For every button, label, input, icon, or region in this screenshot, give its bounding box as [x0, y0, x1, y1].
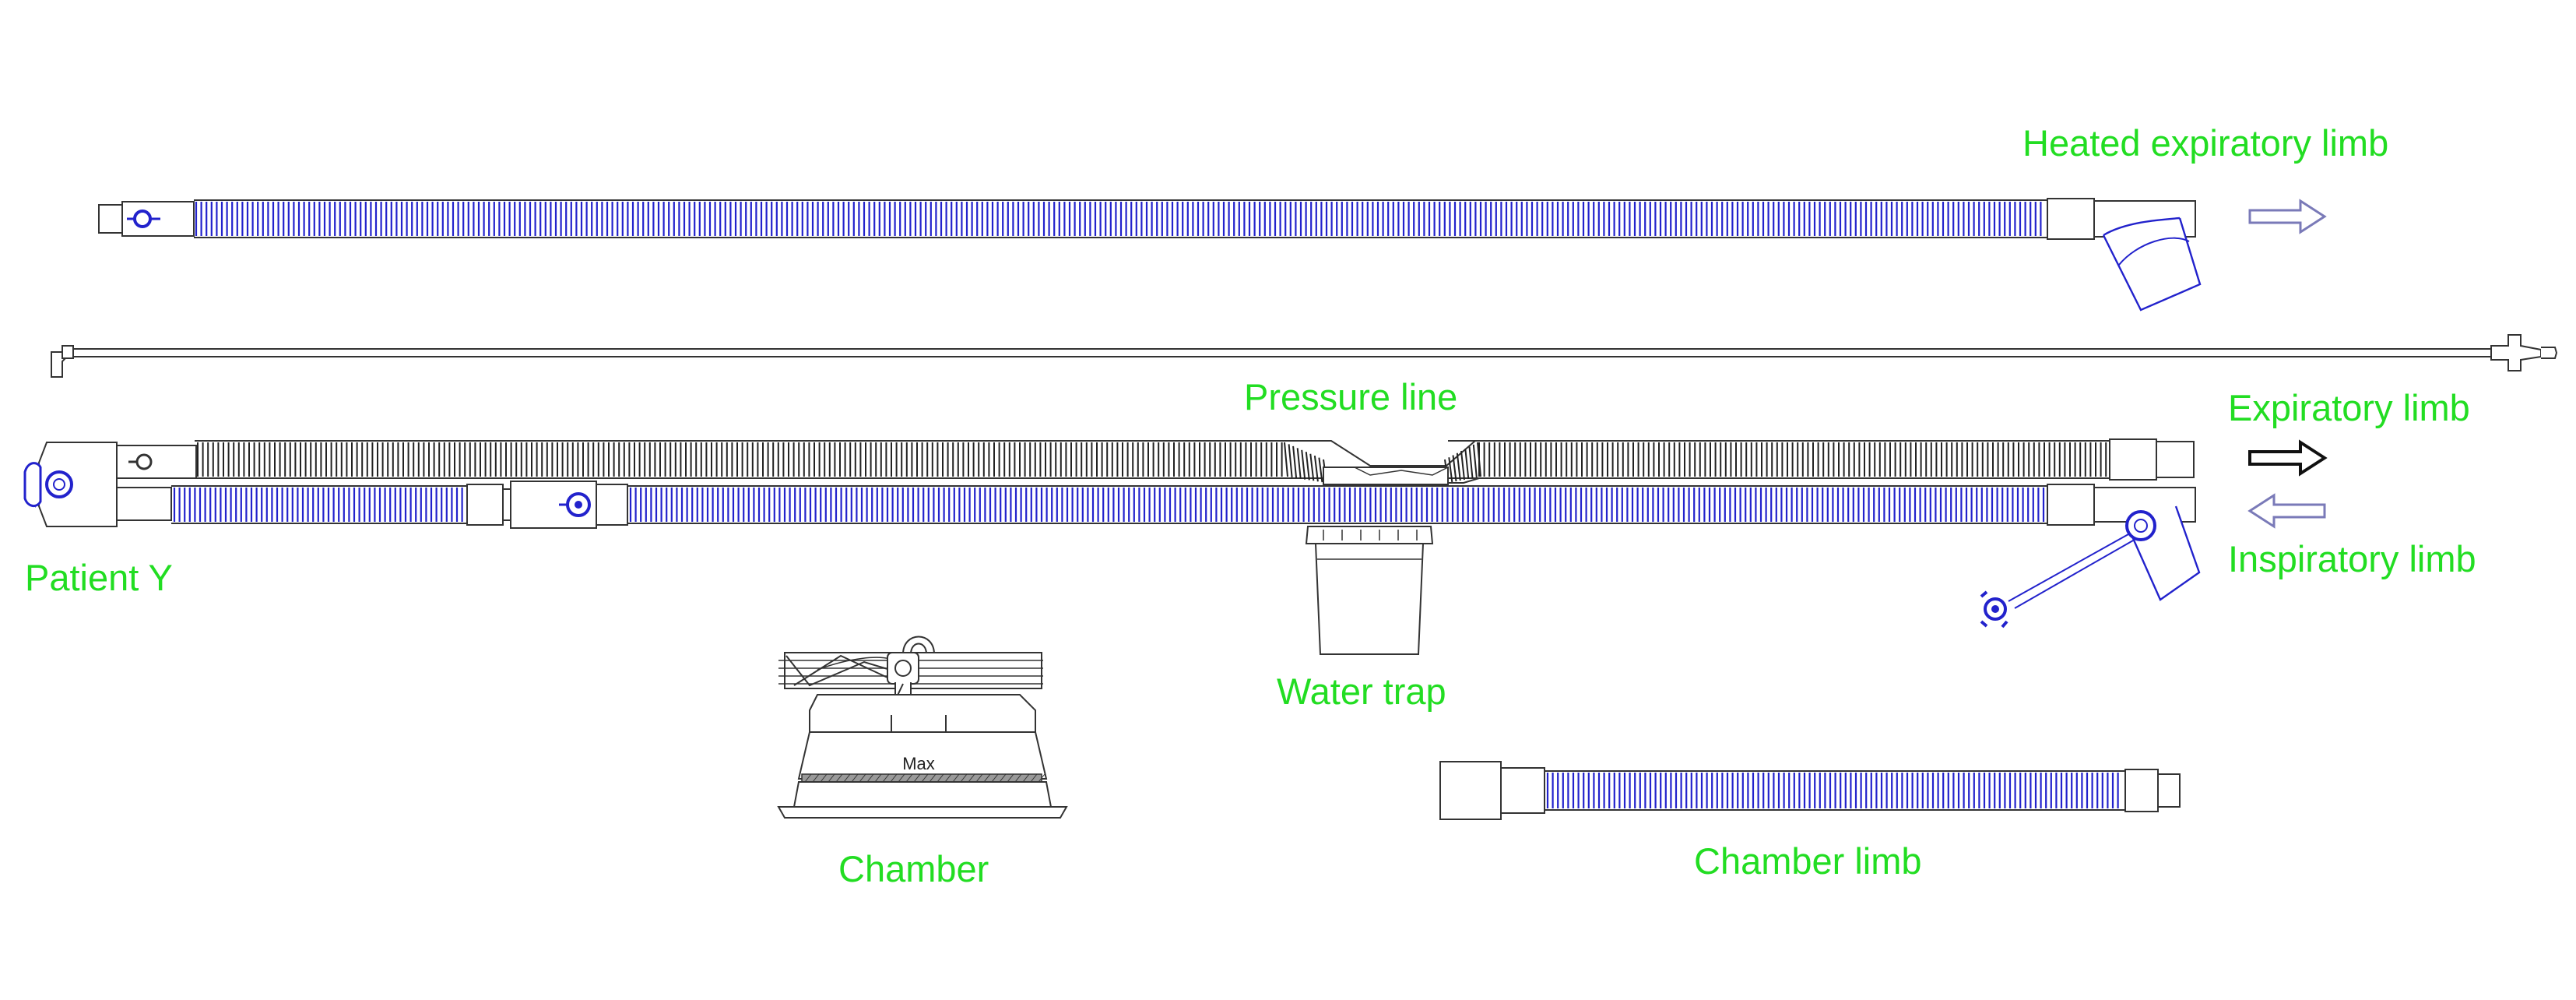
inspiratory-limb-sensor-plug — [1980, 505, 2201, 629]
chamber-limb — [1439, 761, 2181, 820]
heated-flow-arrow-right-icon — [2248, 199, 2327, 234]
chamber-limb-small-cuff — [2157, 773, 2181, 808]
expiratory-limb-tubing — [195, 440, 2110, 479]
label-expiratory-limb: Expiratory limb — [2228, 387, 2470, 428]
label-inspiratory-limb: Inspiratory limb — [2228, 538, 2476, 579]
label-pressure-line: Pressure line — [1244, 376, 1458, 417]
water-trap-cup — [1314, 543, 1425, 655]
heated-expiratory-limb — [98, 198, 2202, 312]
inspiratory-limb-cuff — [2047, 484, 2095, 526]
pressure-line — [51, 334, 2558, 378]
chamber-base — [777, 806, 1068, 819]
heated-limb-corrugated-tubing — [194, 199, 2047, 238]
heated-limb-cable-plug — [2102, 217, 2202, 312]
chamber-lid — [809, 694, 1036, 733]
label-water-trap: Water trap — [1277, 671, 1446, 712]
pressure-line-luer-connector — [2490, 334, 2542, 371]
dual-limb-assembly — [23, 438, 2201, 629]
chamber-max-fill-band — [801, 773, 1042, 783]
chamber-limb-large-cuff — [1439, 761, 1502, 820]
inspiratory-flow-arrow-left-icon — [2247, 493, 2326, 529]
label-patient-y: Patient Y — [25, 557, 173, 598]
patient-y-inspiratory-port — [116, 487, 172, 521]
label-chamber-limb: Chamber limb — [1694, 840, 1922, 882]
heated-limb-probe-port — [133, 210, 152, 228]
heated-limb-end-connector — [98, 204, 123, 234]
water-trap-junction — [1284, 440, 1481, 485]
humidifier-chamber: Max — [777, 636, 1068, 819]
inspiratory-limb-coupler — [466, 484, 504, 526]
label-chamber: Chamber — [838, 848, 989, 889]
heated-limb-cuff — [2047, 198, 2095, 240]
inspiratory-limb-tubing — [171, 481, 2047, 529]
patient-y-connector — [23, 442, 197, 527]
expiratory-flow-arrow-right-icon — [2248, 439, 2328, 477]
expiratory-limb-ventilator-connector — [2156, 441, 2195, 478]
expiratory-limb-cuff — [2109, 438, 2157, 481]
water-trap — [1305, 526, 1434, 655]
chamber-max-mark: Max — [902, 754, 935, 773]
label-heated-expiratory-limb: Heated expiratory limb — [2022, 122, 2389, 164]
chamber-body — [797, 731, 1048, 780]
